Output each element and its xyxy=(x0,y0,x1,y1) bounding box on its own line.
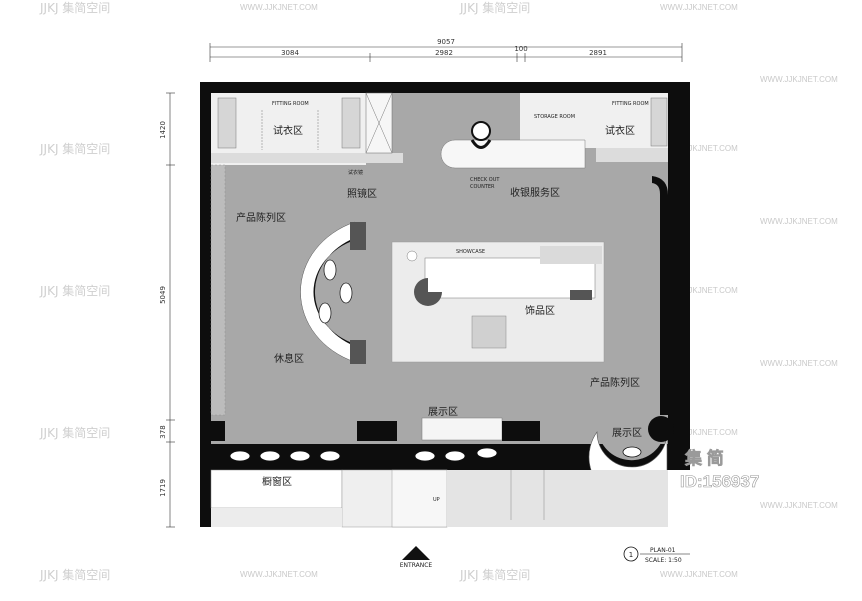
plan-number: 1 xyxy=(629,551,633,559)
watermark-url: WWW.JJKJNET.COM xyxy=(660,3,738,12)
watermark-url: WWW.JJKJNET.COM xyxy=(760,359,838,368)
fitting-room-left-door xyxy=(217,97,237,149)
label-mirror-cn: 照镜区 xyxy=(347,187,377,200)
dim-seg-4: 2891 xyxy=(589,49,607,57)
watermark-url: WWW.JJKJNET.COM xyxy=(760,75,838,84)
lounge-chairs xyxy=(318,259,353,324)
watermark-id-cn: 集 简 xyxy=(684,448,724,468)
exterior-strip xyxy=(211,508,342,527)
label-fitting-left-cn: 试衣区 xyxy=(273,124,303,137)
label-fitting-right-cn: 试衣区 xyxy=(605,124,635,137)
plan-scale: SCALE: 1:50 xyxy=(645,557,682,564)
dim-left-3: 378 xyxy=(159,425,167,438)
label-entrance: ENTRANCE xyxy=(400,562,433,569)
square-pedestal xyxy=(471,315,507,349)
window-mannequins xyxy=(229,447,498,462)
display-block-right xyxy=(502,421,540,441)
dim-left-2: 5049 xyxy=(159,286,167,304)
label-storage-room: STORAGE ROOM xyxy=(534,114,575,120)
label-accessories: 饰品区 xyxy=(525,304,555,317)
watermark-logo: JJKJ 集简空间 xyxy=(39,141,110,156)
label-fitting-room-left: FITTING ROOM xyxy=(272,101,309,107)
dim-seg-2: 2982 xyxy=(435,49,453,57)
dim-total: 9057 xyxy=(437,38,455,46)
dim-seg-3: 100 xyxy=(514,45,527,53)
label-up: UP xyxy=(433,497,440,503)
fitting-room-left-door-2 xyxy=(341,97,361,149)
watermark-logo: JJKJ 集简空间 xyxy=(39,425,110,440)
watermark-url: WWW.JJKJNET.COM xyxy=(240,570,318,579)
storage-room xyxy=(520,93,668,148)
round-display-table xyxy=(414,278,442,306)
dim-left-4: 1719 xyxy=(159,479,167,497)
dim-seg-1: 3084 xyxy=(281,49,299,57)
checkout-counter xyxy=(440,139,586,169)
right-fitting-door xyxy=(650,97,668,147)
label-showcase: SHOWCASE xyxy=(456,249,485,255)
right-curved-wall xyxy=(652,176,668,415)
watermark-url: WWW.JJKJNET.COM xyxy=(660,286,738,295)
watermark-id: ID:156937 xyxy=(680,472,759,491)
plan-title: PLAN-01 xyxy=(650,547,676,554)
label-left-small: 试衣镜 xyxy=(348,169,363,176)
label-display-right: 展示区 xyxy=(612,427,642,439)
watermark-logo: JJKJ 集简空间 xyxy=(39,0,110,15)
left-shelving xyxy=(210,164,226,416)
watermark-url: WWW.JJKJNET.COM xyxy=(760,501,838,510)
label-fitting-room-right: FITTING ROOM xyxy=(612,101,649,107)
window-display-area xyxy=(210,469,343,509)
left-wall-block xyxy=(211,421,225,441)
dimension-lines xyxy=(166,43,683,528)
watermark-logo: JJKJ 集简空间 xyxy=(459,567,530,582)
label-checkout-line2: COUNTER xyxy=(470,184,495,190)
dim-left-1: 1420 xyxy=(159,121,167,139)
right-lower-area xyxy=(447,470,668,527)
watermark-url: WWW.JJKJNET.COM xyxy=(660,144,738,153)
watermark-url: WWW.JJKJNET.COM xyxy=(660,570,738,579)
entrance-arrow-icon xyxy=(402,546,430,560)
display-block-center xyxy=(421,417,503,441)
showcase-counter xyxy=(424,257,596,299)
label-product-left: 产品陈列区 xyxy=(236,211,286,224)
entrance-ramp xyxy=(391,469,448,528)
left-mirror-bench xyxy=(211,153,403,163)
label-display-center: 展示区 xyxy=(428,406,458,418)
watermark-logo: JJKJ 集简空间 xyxy=(39,567,110,582)
label-window: 橱窗区 xyxy=(262,475,292,488)
watermark-logo: JJKJ 集简空间 xyxy=(459,0,530,15)
label-checkout-cn: 收银服务区 xyxy=(510,186,560,199)
plan-number-circle xyxy=(623,546,639,562)
label-checkout-line1: CHECK OUT xyxy=(470,177,500,183)
watermark-url: WWW.JJKJNET.COM xyxy=(240,3,318,12)
watermark-url: WWW.JJKJNET.COM xyxy=(660,428,738,437)
display-block-left xyxy=(357,421,397,441)
label-product-right: 产品陈列区 xyxy=(590,376,640,389)
label-rest: 休息区 xyxy=(274,352,304,365)
watermark-logo: JJKJ 集简空间 xyxy=(39,283,110,298)
watermark-url: WWW.JJKJNET.COM xyxy=(760,217,838,226)
right-fitting-floor xyxy=(596,148,668,162)
cashier-figure xyxy=(471,121,491,141)
